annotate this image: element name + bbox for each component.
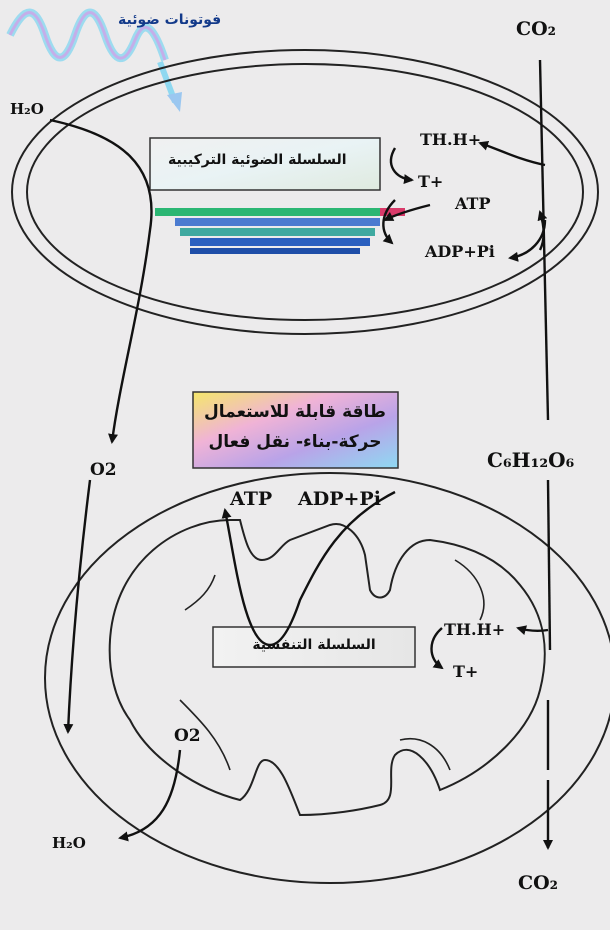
energy-box bbox=[192, 391, 399, 469]
atp-top-label: ATP bbox=[455, 194, 491, 213]
glucose-label: C₆H₁₂O₆ bbox=[487, 448, 575, 472]
h2o-input-label: H₂O bbox=[10, 100, 44, 118]
adp-pi-top-label: ADP+Pi bbox=[425, 242, 495, 261]
flow-arrows bbox=[49, 59, 553, 850]
chloroplast-inner-membrane bbox=[26, 63, 584, 321]
co2-top-label: CO₂ bbox=[516, 18, 556, 40]
photons-label: فوتونات ضوئية bbox=[118, 12, 222, 28]
chloroplast-outer-membrane bbox=[11, 49, 599, 335]
mitochondrion-inner-membrane bbox=[108, 519, 546, 817]
respiratory-chain-box bbox=[212, 626, 416, 668]
mitochondrion-outer-membrane bbox=[44, 472, 610, 884]
t-plus-bottom-label: T+ bbox=[453, 662, 479, 681]
respiratory-chain-label: السلسلة التنفسية bbox=[252, 637, 376, 653]
t-plus-top-label: T+ bbox=[418, 172, 444, 191]
energy-line-1: طاقة قابلة للاستعمال bbox=[204, 402, 386, 422]
adp-pi-mid-label: ADP+Pi bbox=[298, 488, 381, 510]
h2o-output-label: H₂O bbox=[52, 834, 86, 852]
energy-line-2: حركة-بناء- نقل فعال bbox=[208, 432, 382, 452]
th-h-bottom-label: TH.H+ bbox=[444, 620, 506, 639]
o2-left-label: O2 bbox=[90, 460, 117, 480]
o2-bottom-label: O2 bbox=[174, 726, 201, 746]
thylakoid-stack bbox=[149, 137, 405, 254]
co2-bottom-label: CO₂ bbox=[518, 872, 558, 894]
photosynthetic-chain-label: السلسلة الضوئية التركيبية bbox=[168, 152, 347, 168]
atp-mid-label: ATP bbox=[230, 488, 273, 510]
th-h-top-label: TH.H+ bbox=[420, 130, 482, 149]
